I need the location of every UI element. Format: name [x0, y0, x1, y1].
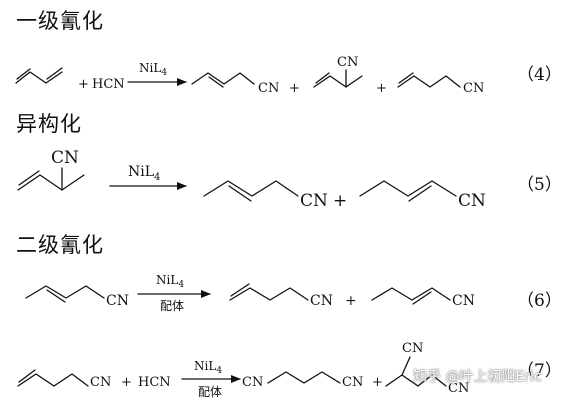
reagent-hcn: HCN [138, 375, 171, 390]
cn-label: CN [458, 191, 486, 211]
plus-sign: + [78, 77, 89, 92]
4-pentenenitrile-product-eq6 [229, 283, 309, 301]
butadiene-structure [15, 67, 63, 84]
2-methyl-3-butenenitrile-reactant [17, 167, 85, 191]
heading-primary-hydrocyanation: 一级氰化 [16, 9, 104, 33]
2-pentenenitrile-product-eq6 [371, 287, 451, 305]
cn-label: CN [337, 55, 358, 70]
equation-number-6: （6） [517, 291, 562, 311]
equation-number-7: （7） [517, 361, 562, 381]
watermark: 知乎 @叶上初阳Eric [413, 369, 542, 385]
3-pentenenitrile-product-eq5 [203, 180, 299, 202]
cn-label: CN [310, 293, 333, 309]
cn-label: CN [448, 381, 469, 396]
catalyst-label: NiL4 [194, 359, 222, 376]
reagent-hcn: HCN [92, 77, 125, 92]
heading-secondary-hydrocyanation: 二级氰化 [16, 233, 104, 257]
catalyst-label: NiL4 [156, 273, 184, 290]
catalyst-label: NiL4 [128, 164, 160, 183]
catalyst-label: NiL4 [139, 61, 167, 78]
adiponitrile-structure [267, 371, 341, 384]
plus-sign: + [333, 191, 347, 211]
plus-sign: + [345, 293, 357, 309]
cn-label: CN [242, 375, 263, 390]
plus-sign: + [376, 81, 387, 96]
2-methyl-3-butenenitrile-structure [313, 69, 363, 88]
4-pentenenitrile-reactant-eq7 [17, 369, 89, 387]
equation-number-5: （5） [517, 175, 562, 195]
ligand-label: 配体 [198, 385, 222, 399]
plus-sign: + [372, 375, 383, 390]
cn-label: CN [452, 293, 475, 309]
4-pentenenitrile-structure-eq4 [397, 72, 461, 88]
2-pentenenitrile-product-eq5 [359, 180, 457, 202]
cn-label: CN [402, 341, 423, 356]
ligand-label: 配体 [160, 299, 184, 313]
cn-label: CN [300, 191, 328, 211]
cn-label: CN [51, 148, 79, 168]
3-pentenenitrile-structure [191, 72, 255, 88]
plus-sign: + [121, 375, 132, 390]
equation-number-4: （4） [517, 65, 562, 85]
cn-label: CN [463, 81, 484, 96]
cn-label: CN [106, 293, 129, 309]
cn-label: CN [258, 81, 279, 96]
heading-isomerization: 异构化 [16, 112, 82, 136]
cn-label: CN [90, 375, 111, 390]
3-pentenenitrile-reactant-eq6 [25, 285, 105, 303]
cn-label: CN [342, 375, 363, 390]
2-methylglutaronitrile-structure [385, 356, 447, 387]
plus-sign: + [289, 81, 300, 96]
